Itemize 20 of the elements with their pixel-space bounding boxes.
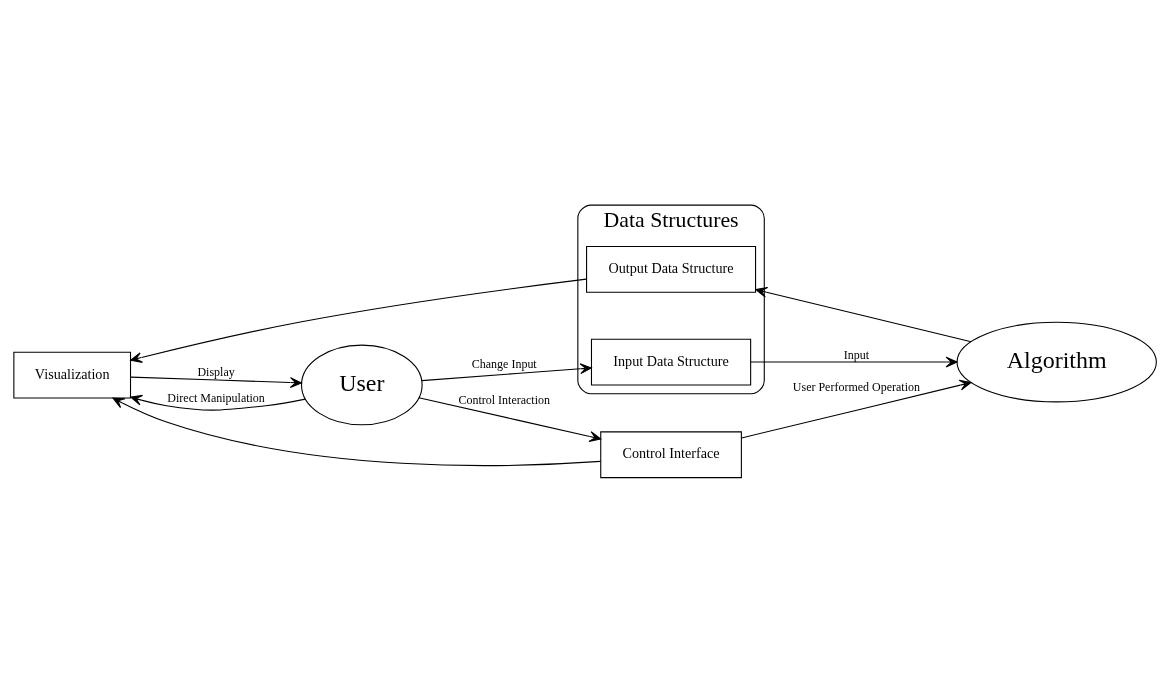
node-box: Visualization xyxy=(13,351,132,399)
edge-label: Control Interaction xyxy=(458,392,551,407)
node-ellipse: User xyxy=(300,344,423,425)
edge-label: Change Input xyxy=(471,356,537,371)
edge-label: Input xyxy=(843,347,870,362)
node-box: Output Data Structure xyxy=(586,245,757,293)
edge-label: User Performed Operation xyxy=(792,379,920,394)
arrow xyxy=(421,362,592,381)
node-box: Control Interface xyxy=(600,430,742,478)
arrow xyxy=(418,396,602,442)
edge-label: Direct Manipulation xyxy=(167,390,265,405)
node-box: Input Data Structure xyxy=(590,338,752,385)
arrow xyxy=(130,278,587,363)
arrow xyxy=(755,286,972,342)
arrow xyxy=(130,394,306,411)
arrow xyxy=(750,356,958,368)
arrow xyxy=(112,397,602,466)
edge-label: Display xyxy=(197,364,235,379)
arrow xyxy=(130,376,302,388)
arrow xyxy=(741,379,972,438)
